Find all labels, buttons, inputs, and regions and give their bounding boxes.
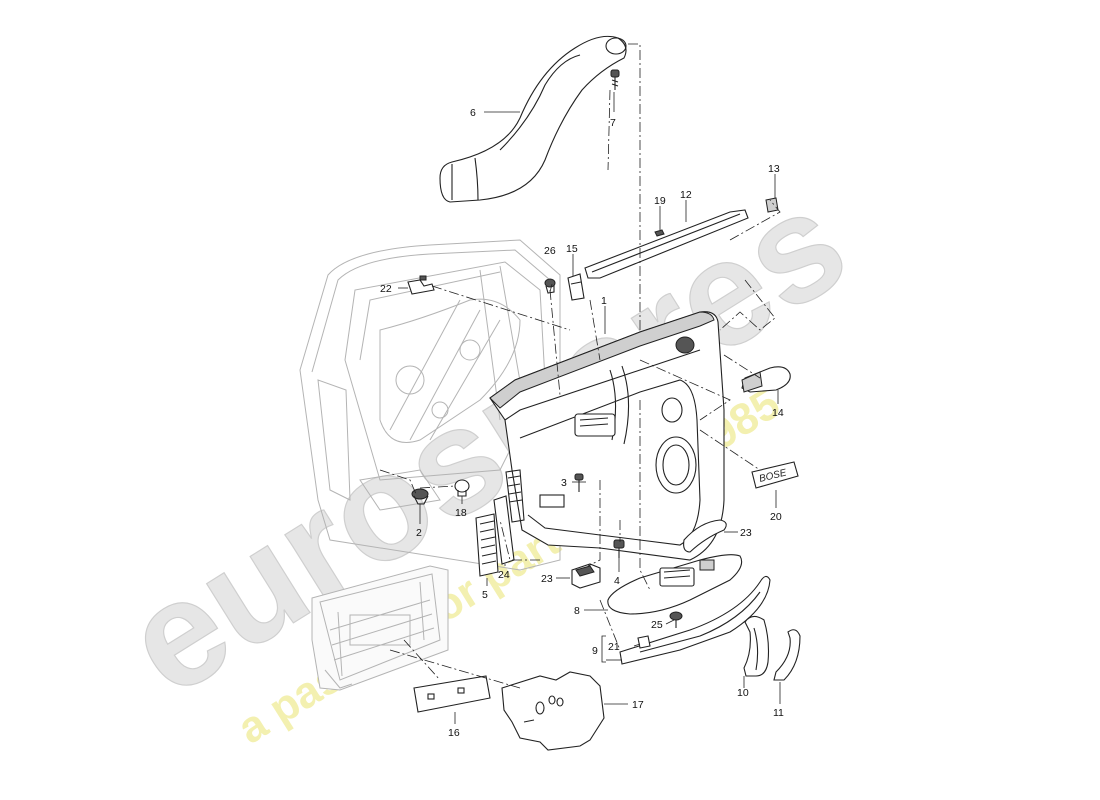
part-7-screw [610,69,620,90]
callout-5: 5 [482,589,488,601]
callout-14: 14 [772,407,784,419]
callout-7: 7 [610,117,616,129]
part-6-air-duct [439,35,627,203]
callout-8: 8 [574,605,580,617]
callout-13: 13 [768,163,780,175]
callout-21: 21 [608,641,620,653]
callout-25: 25 [651,619,663,631]
callout-18: 18 [455,507,467,519]
part-16-insulation-pad [413,675,491,713]
callout-6: 6 [470,107,476,119]
part-23-switch-block [571,563,601,589]
callout-19: 19 [654,195,666,207]
part-13-pad [765,197,779,213]
part-17-membrane [501,671,605,751]
part-18-plug [454,479,470,497]
assembly-lines [379,43,781,689]
callout-1: 1 [601,295,607,307]
callout-15: 15 [566,243,578,255]
callout-23-lower: 23 [541,573,553,585]
part-23-cover-upper [683,519,727,553]
callout-20: 20 [770,511,782,523]
callout-9: 9 [592,645,598,657]
part-19-clip [654,229,665,237]
door-frame-ghost [299,239,561,571]
part-2-plug [411,488,429,505]
callout-26: 26 [544,245,556,257]
callout-24: 24 [498,569,510,581]
leader-lines [398,92,781,724]
callout-10: 10 [737,687,749,699]
part-1-door-trim-panel [489,311,725,561]
part-15-bracket [567,273,585,301]
part-21-pad [637,635,651,649]
inner-door-ghost [311,565,449,691]
callout-11: 11 [773,707,784,719]
callout-16: 16 [448,727,460,739]
part-10-handle-trim [743,615,770,677]
callout-22: 22 [380,283,392,295]
callout-3: 3 [561,477,567,489]
callout-17: 17 [632,699,644,711]
part-26-clip [544,278,556,294]
callout-23-upper: 23 [740,527,752,539]
callout-4: 4 [614,575,620,587]
callout-12: 12 [680,189,692,201]
part-5-grille [475,513,499,577]
callouts: 6 7 1 2 3 4 5 24 18 26 15 22 19 12 13 14… [380,107,784,739]
part-11-handle-trim [773,629,801,681]
part-25-screw [669,611,683,628]
part-8-armrest [607,554,743,615]
part-22-clip [407,275,435,295]
part-14-handle [741,366,791,393]
part-20-bose-badge: BOSE [751,461,799,489]
callout-2: 2 [416,527,422,539]
part-4-screw [613,539,625,558]
part-12-trim-strip [584,209,749,279]
